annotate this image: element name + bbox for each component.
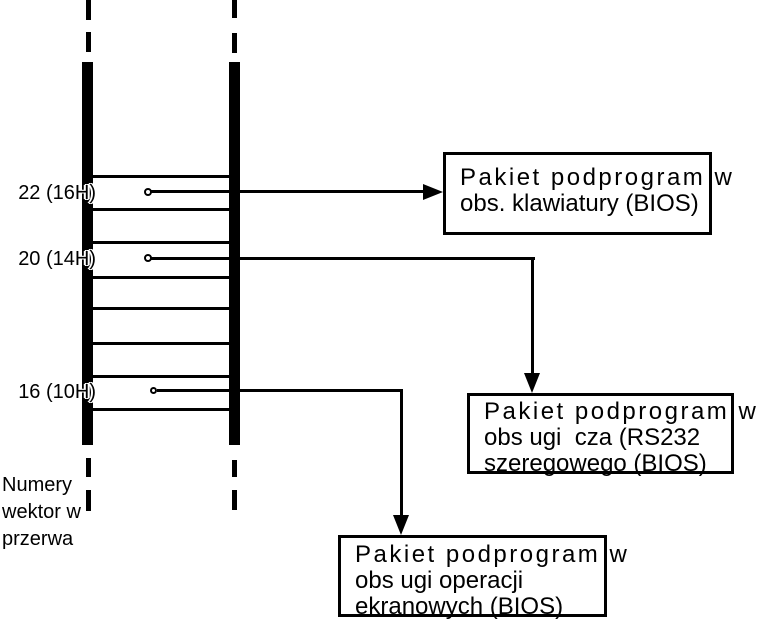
vector-dot-20 (144, 254, 152, 262)
bios-box-screen-text: Pakiet podprogram w obs ugi operacji ekr… (355, 542, 629, 620)
vector-table-left-bar (82, 62, 93, 445)
caption-line: przerwa (2, 528, 74, 550)
vector-label-20: 20 (14H) (18, 248, 96, 270)
connector-serial-line-h (151, 257, 535, 260)
bios-box-keyboard: Pakiet podprogram w obs. klawiatury (BIO… (443, 152, 732, 235)
box-text-line: obs. klawiatury (BIOS) (460, 190, 699, 217)
bios-box-screen: Pakiet podprogram w obs ugi operacji ekr… (338, 535, 627, 620)
caption-line: Numery (2, 474, 73, 496)
row-line (93, 276, 229, 279)
row-line (93, 408, 229, 411)
arrowhead-down-icon (393, 515, 409, 535)
dashed-line-segment (86, 490, 91, 511)
connector-serial-line-v (531, 257, 534, 373)
bios-box-keyboard-text: Pakiet podprogram w obs. klawiatury (BIO… (460, 165, 734, 217)
vector-label-16: 16 (10H) (18, 381, 96, 403)
bios-box-serial: Pakiet podprogram w obs ugi cza (RS232 s… (467, 393, 756, 477)
dashed-line-segment (232, 490, 237, 510)
vector-label-22: 22 (16H) (18, 182, 96, 204)
row-line (93, 307, 229, 310)
dashed-line-segment (232, 0, 237, 18)
box-text-line: obs ugi operacji (355, 567, 524, 594)
connector-screen-line-v (400, 389, 403, 515)
row-line (93, 342, 229, 345)
connector-screen-line-h (157, 389, 403, 392)
connector-keyboard-line (151, 190, 424, 193)
box-text-line: szeregowego (BIOS) (484, 450, 707, 477)
box-text-line: Pakiet podprogram w (484, 398, 759, 425)
vector-table-right-bar (229, 62, 240, 445)
box-text-line: Pakiet podprogram w (355, 541, 630, 568)
arrowhead-right-icon (423, 184, 443, 200)
dashed-line-segment (86, 0, 91, 20)
dashed-line-segment (86, 458, 91, 477)
box-text-line: obs ugi cza (RS232 (484, 424, 701, 451)
arrowhead-down-icon (524, 373, 540, 393)
vector-table-caption: Numery wektor w przerwa (2, 472, 81, 553)
vector-dot-16 (150, 387, 157, 394)
bios-box-serial-text: Pakiet podprogram w obs ugi cza (RS232 s… (484, 399, 758, 477)
dashed-line-segment (86, 32, 91, 52)
row-line (93, 175, 229, 178)
dashed-line-segment (232, 460, 237, 477)
dashed-line-segment (232, 33, 237, 53)
row-line (93, 375, 229, 378)
caption-line: wektor w (2, 501, 81, 523)
row-line (93, 241, 229, 244)
vector-dot-22 (144, 188, 152, 196)
box-text-line: ekranowych (BIOS) (355, 593, 564, 620)
box-text-line: Pakiet podprogram w (460, 164, 735, 191)
row-line (93, 208, 229, 211)
